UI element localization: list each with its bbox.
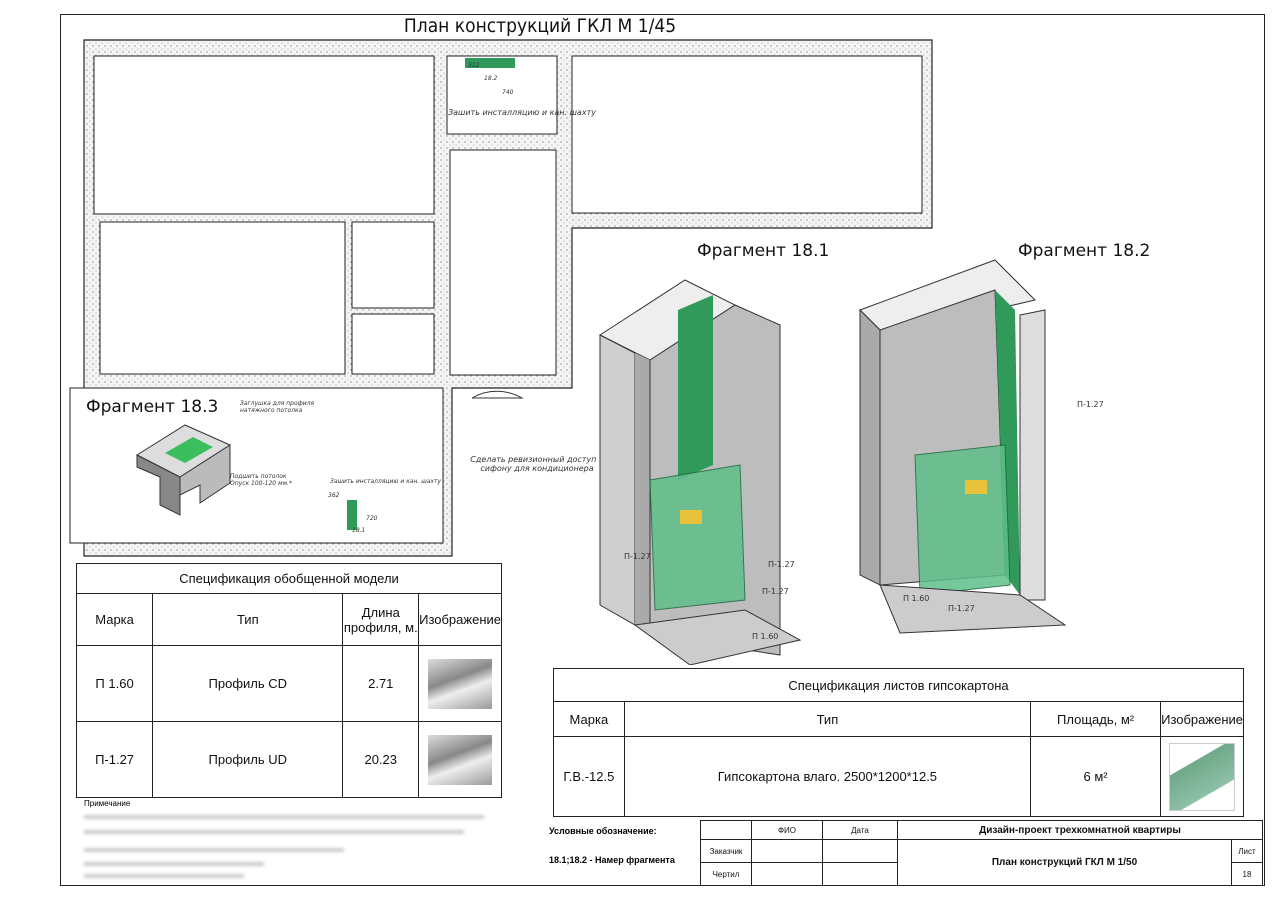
- sheet-label: Лист: [1231, 839, 1263, 863]
- legend-label: Условные обозначение:: [549, 826, 657, 836]
- project-title: Дизайн-проект трехкомнатной квартиры: [897, 820, 1263, 840]
- callout-p127-b: П-1.27: [768, 560, 795, 569]
- cell-mark: Г.В.-12.5: [553, 736, 625, 817]
- floor-plan: [69, 39, 933, 557]
- bottom-install-note: Зашить инсталляцию и кан. шахту: [330, 478, 441, 485]
- fragment-18-2-label: Фрагмент 18.2: [1018, 241, 1151, 261]
- fragment-18-3-label: Фрагмент 18.3: [86, 397, 219, 417]
- cell-type: Гипсокартона влаго. 2500*1200*12.5: [623, 736, 1032, 817]
- dim-18-1: 18.1: [352, 527, 366, 534]
- dim-312: 312: [468, 62, 480, 69]
- dim-18-2: 18.2: [484, 75, 498, 82]
- cell-image: [1160, 736, 1244, 817]
- col-fio: ФИО: [751, 820, 823, 840]
- table-row: П-1.27 Профиль UD 20.23: [75, 721, 502, 798]
- header-mark: Марка: [75, 593, 154, 646]
- header-mark: Марка: [553, 701, 625, 737]
- cell-mark: П-1.27: [75, 721, 154, 798]
- cell-mark: П 1.60: [75, 645, 154, 722]
- fragment-18-2-illustration: [859, 259, 1067, 634]
- revision-note: Сделать ревизионный доступ к сифону для …: [470, 455, 604, 473]
- profile-spec-table: Спецификация обобщенной модели Марка Тип…: [75, 563, 502, 798]
- col-date: Дата: [822, 820, 898, 840]
- ud-profile-image: [428, 734, 493, 785]
- cell-length: 20.23: [342, 721, 420, 798]
- cell-type: Профиль UD: [152, 721, 344, 798]
- blurred-note-line: [84, 815, 484, 819]
- cd-profile-image: [428, 658, 493, 709]
- table-title: Спецификация обобщенной модели: [76, 563, 502, 594]
- dim-740: 740: [502, 89, 514, 96]
- fragment-18-3-illustration: [135, 424, 232, 516]
- header-type: Тип: [623, 701, 1032, 737]
- lower-ceiling-note: Подшить потолок Опуск 100-120 мм.*: [230, 473, 292, 487]
- fragment-18-1-illustration: [598, 279, 802, 665]
- blurred-note-line: [84, 848, 344, 852]
- header-image: Изображение: [1160, 701, 1244, 737]
- callout-p160-b: П 1.60: [903, 594, 930, 603]
- page-title: План конструкций ГКЛ М 1/45: [403, 15, 677, 37]
- legend-item: 18.1;18.2 - Намер фрагмента: [549, 855, 675, 865]
- cell-type: Профиль CD: [152, 645, 344, 722]
- table-title: Спецификация листов гипсокартона: [553, 668, 1244, 702]
- dim-362: 362: [328, 492, 340, 499]
- drywall-sheet-image: [1169, 742, 1236, 811]
- blurred-note-line: [84, 874, 244, 878]
- note-label: Примечание: [84, 799, 131, 808]
- header-type: Тип: [152, 593, 344, 646]
- cell-image: [418, 645, 502, 722]
- header-image: Изображение: [418, 593, 502, 646]
- callout-p127-d: П-1.27: [1077, 400, 1104, 409]
- ceiling-plug-note: Заглушка для профиля натяжного потолка: [240, 400, 315, 414]
- row-customer: Заказчик: [700, 839, 752, 863]
- fragment-18-1-label: Фрагмент 18.1: [697, 241, 830, 261]
- sheet-frame: [60, 14, 1265, 886]
- sheet-number: 18: [1231, 862, 1263, 886]
- cell-image: [418, 721, 502, 798]
- table-row: Г.В.-12.5 Гипсокартона влаго. 2500*1200*…: [553, 736, 1244, 817]
- cell-length: 2.71: [342, 645, 420, 722]
- sheet-title: План конструкций ГКЛ М 1/50: [897, 839, 1232, 886]
- blurred-note-line: [84, 830, 464, 834]
- drywall-spec-table: Спецификация листов гипсокартона Марка Т…: [553, 668, 1244, 817]
- row-drawn: Чертил: [700, 862, 752, 886]
- top-install-note: Зашить инсталляцию и кан. шахту: [448, 108, 596, 117]
- header-length: Длина профиля, м.: [342, 593, 420, 646]
- dim-720: 720: [366, 515, 378, 522]
- callout-p127-a: П-1.27: [624, 552, 651, 561]
- table-row: П 1.60 Профиль CD 2.71: [75, 645, 502, 722]
- blurred-note-line: [84, 862, 264, 866]
- callout-p127-c: П-1.27: [762, 587, 789, 596]
- header-area: Площадь, м²: [1030, 701, 1162, 737]
- cell-area: 6 м²: [1030, 736, 1162, 817]
- callout-p160: П 1.60: [752, 632, 779, 641]
- callout-p127-e: П-1.27: [948, 604, 975, 613]
- title-block: ФИО Дата Дизайн-проект трехкомнатной ква…: [700, 820, 1263, 886]
